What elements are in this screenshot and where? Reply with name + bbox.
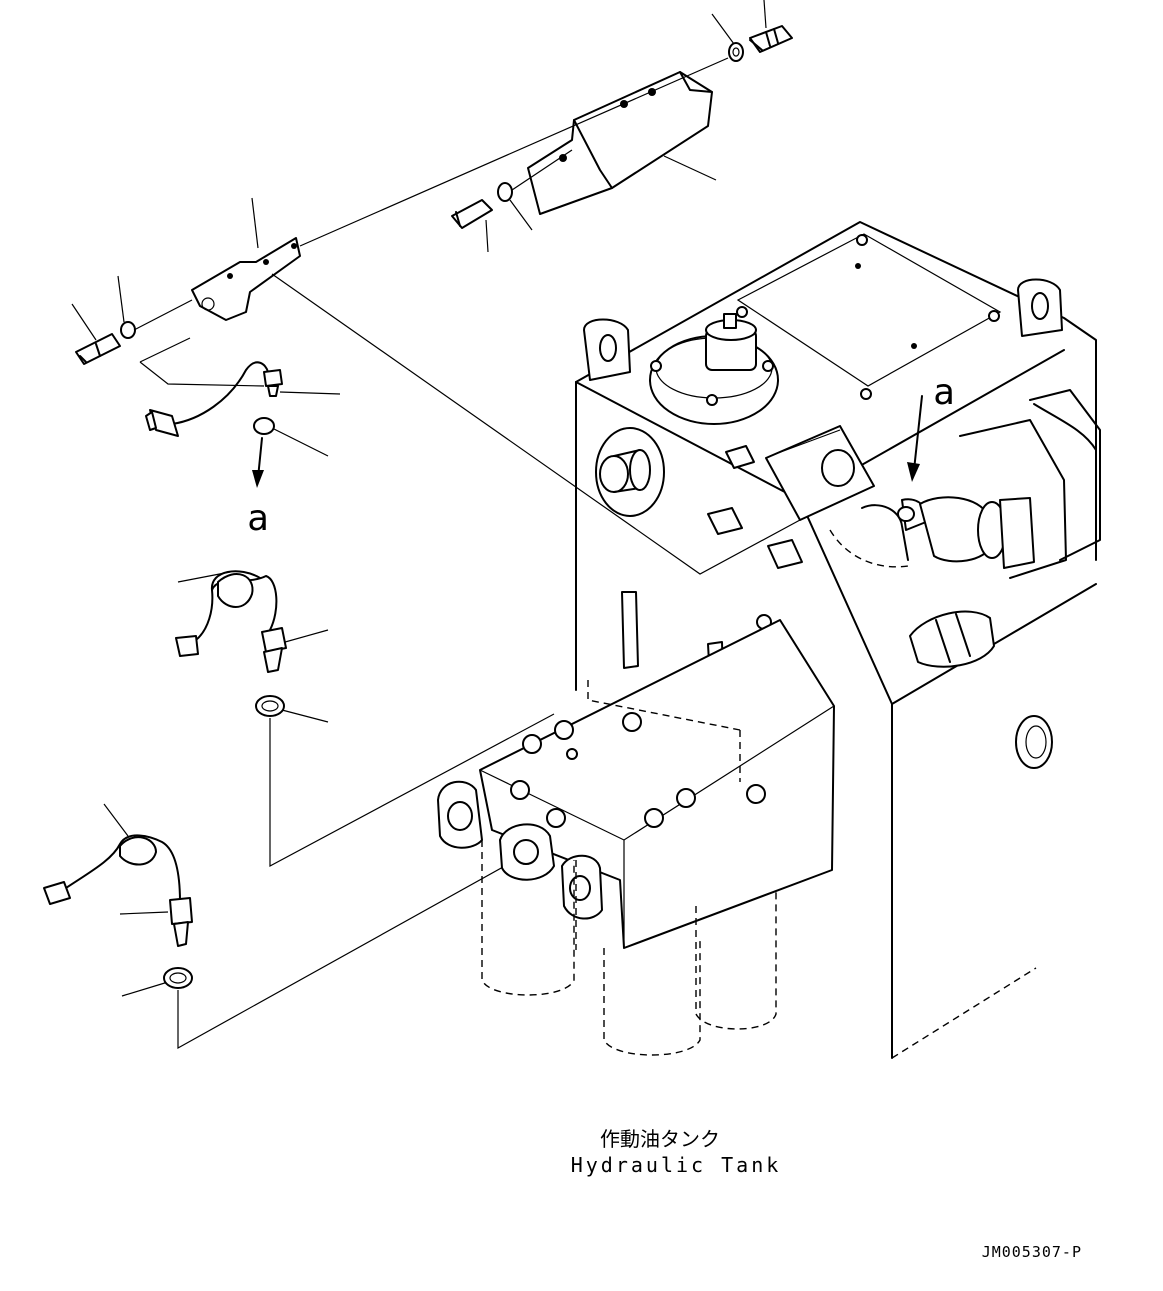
mounting-bracket: [527, 71, 713, 215]
sensor-upper-oring: [253, 417, 275, 435]
left-washer: [120, 321, 136, 339]
filter-manifold: [437, 619, 835, 1056]
top-washer: [728, 42, 744, 62]
sensor-upper: [145, 361, 283, 437]
middle-washer: [497, 182, 513, 202]
sensor-lower-oring: [163, 967, 193, 989]
assembly-lines: [133, 57, 801, 575]
sensor-middle-oring: [255, 695, 285, 717]
drawing-number: JM005307-P: [982, 1243, 1082, 1261]
sensor-middle: [175, 570, 287, 673]
callout-leaders: [71, 0, 767, 997]
caption-japanese: 作動油タンク: [600, 1127, 720, 1151]
callout-a-left: a: [247, 498, 269, 539]
middle-bolt: [451, 199, 493, 229]
left-bolt: [75, 333, 121, 365]
top-bolt: [749, 25, 793, 53]
callout-a-top: a: [933, 372, 955, 413]
small-bracket: [191, 237, 301, 321]
sensor-lower: [43, 834, 193, 947]
caption-english: Hydraulic Tank: [571, 1153, 782, 1177]
callout-a-top-group: a: [907, 372, 955, 482]
